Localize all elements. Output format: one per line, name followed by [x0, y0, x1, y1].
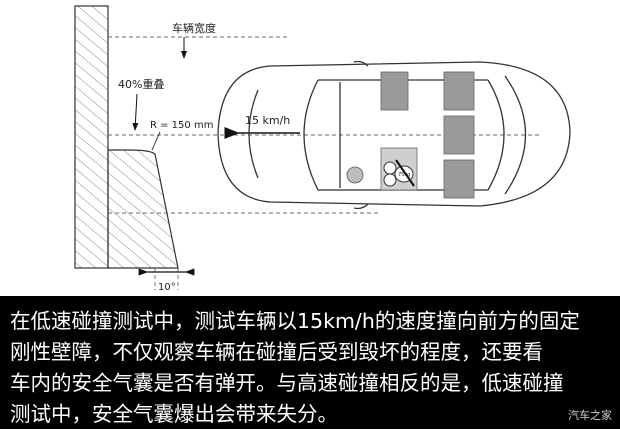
caption-line-2: 刚性壁障，不仅观察车辆在碰撞后受到毁坏的程度，还要看	[10, 340, 543, 364]
speed-label: 15 km/h	[245, 114, 290, 127]
rigid-barrier-wall	[74, 5, 109, 269]
caption-box: 在低速碰撞测试中，测试车辆以15km/h的速度撞向前方的固定 刚性壁障，不仅观察…	[0, 296, 620, 429]
radius-leader	[151, 131, 161, 151]
caption-line-4: 测试中，安全气囊爆出会带来失分。	[10, 402, 338, 426]
steering-wheel	[346, 166, 364, 184]
deformable-barrier-block	[107, 149, 179, 269]
dummy-weight-label: 75kg	[398, 172, 410, 178]
radius-label: R = 150 mm	[150, 120, 213, 131]
overlap-label: 40%重叠	[118, 77, 164, 91]
caption-line-1: 在低速碰撞测试中，测试车辆以15km/h的速度撞向前方的固定	[10, 309, 580, 333]
car-top-view	[217, 60, 571, 210]
crash-test-dummy: 75kg	[380, 147, 418, 191]
vehicle-width-label: 车辆宽度	[172, 21, 216, 35]
angle-label: 10°	[158, 282, 176, 293]
low-speed-crash-diagram: 车辆宽度 40%重叠 R = 150 mm 10° 15 km/h	[74, 5, 571, 293]
overlap-arrow	[132, 93, 139, 131]
watermark: 汽车之家	[568, 409, 612, 422]
car-seats	[380, 71, 475, 199]
caption-line-3: 车内的安全气囊是否有弹开。与高速碰撞相反的是，低速碰撞	[10, 371, 564, 395]
